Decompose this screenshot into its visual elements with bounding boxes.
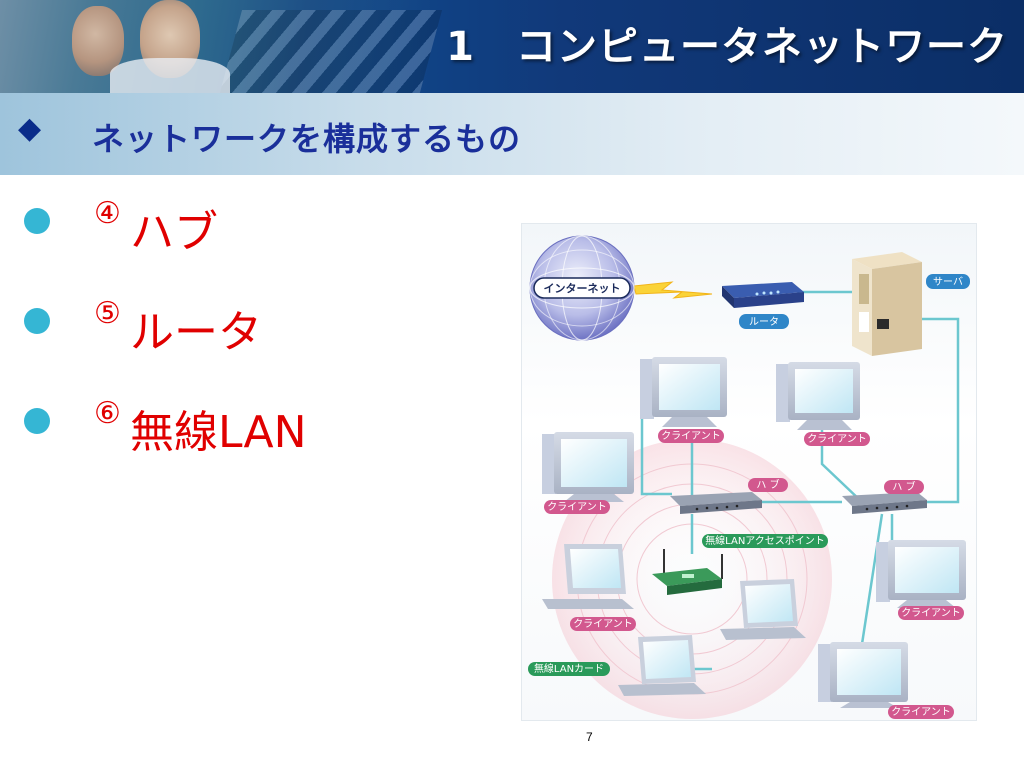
client-computer-icon [640,357,727,427]
laptop-icon [720,579,806,640]
client-label: クライアント [807,433,867,445]
page-number: 7 [586,730,593,744]
bullet-item: ④ ハブ [24,190,504,258]
client-label: クライアント [901,607,961,619]
internet-globe-icon: インターネット [529,235,635,341]
header-photo [0,0,443,93]
person-image [110,58,230,93]
subtitle-text: ネットワークを構成するもの [92,120,522,158]
client-computer-icon [776,362,860,430]
network-diagram: インターネット ルータ サーバ [521,223,977,721]
server-label: サーバ [933,276,963,288]
server-icon [852,252,922,356]
client-label: クライアント [891,706,951,718]
bullet-text: ハブ [130,207,218,258]
hub-icon [670,492,762,514]
router-label: ルータ [749,316,779,328]
keyboard-graphic [217,10,443,93]
client-label: クライアント [547,501,607,513]
hub-label: ハ ブ [892,480,915,493]
client-computer-icon [876,540,966,608]
client-computer-icon [542,432,634,502]
header-banner: 1 コンピュータネットワーク [0,0,1024,93]
network-diagram-svg: インターネット ルータ サーバ [528,235,970,719]
bullet-number: ⑤ [94,296,121,331]
bullet-text: 無線LAN [130,407,307,458]
client-computer-icon [818,642,908,708]
laptop-icon [542,544,634,609]
bullet-number: ④ [94,196,121,231]
person-image [72,6,124,76]
bullet-dot-icon [24,408,50,434]
wireless-card-label: 無線LANカード [534,662,604,675]
bullet-dot-icon [24,208,50,234]
client-label: クライアント [573,618,633,630]
internet-label: インターネット [544,282,621,295]
bullet-number: ⑥ [94,396,121,431]
hub-icon [842,492,927,514]
router-icon [722,282,804,308]
bullet-item: ⑤ ルータ [24,290,504,358]
diamond-icon: ◆ [18,111,42,146]
access-point-icon [652,549,723,595]
laptop-icon [618,635,706,696]
hub-label: ハ ブ [756,478,779,491]
connection-bolt-icon [633,281,713,299]
bullet-text: ルータ [130,307,262,358]
access-point-label: 無線LANアクセスポイント [705,534,825,547]
subtitle-band [0,93,1024,175]
slide-title: 1 コンピュータネットワーク [446,24,1008,70]
bullet-item: ⑥ 無線LAN [24,390,504,458]
client-label: クライアント [661,430,721,442]
bullet-dot-icon [24,308,50,334]
